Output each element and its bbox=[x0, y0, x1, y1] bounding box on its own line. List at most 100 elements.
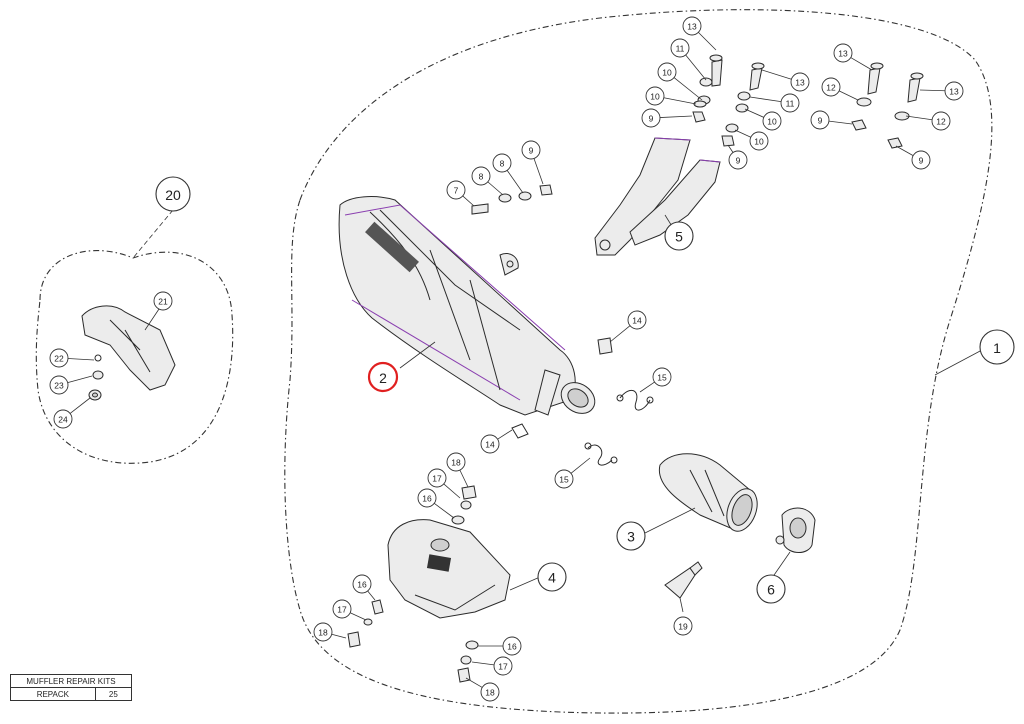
callout-circle bbox=[417, 488, 437, 508]
callout-circle bbox=[471, 166, 491, 186]
callout-c5[interactable]: 5 bbox=[664, 221, 694, 251]
callout-c13b[interactable]: 13 bbox=[790, 72, 810, 92]
callout-label: 11 bbox=[676, 44, 685, 54]
callout-c10d[interactable]: 10 bbox=[749, 131, 769, 151]
callout-leader bbox=[685, 54, 707, 81]
callout-label: 9 bbox=[818, 116, 823, 126]
callout-circle bbox=[728, 150, 748, 170]
callout-c6[interactable]: 6 bbox=[756, 574, 786, 604]
callout-circle bbox=[49, 375, 69, 395]
callout-c16c[interactable]: 16 bbox=[502, 636, 522, 656]
callout-circle bbox=[480, 682, 500, 702]
callout-circle bbox=[821, 77, 841, 97]
callout-label: 10 bbox=[662, 68, 672, 78]
callout-leader bbox=[506, 170, 524, 194]
callout-c9e[interactable]: 9 bbox=[521, 140, 541, 160]
kit-parts bbox=[81, 305, 176, 401]
callout-c23[interactable]: 23 bbox=[49, 375, 69, 395]
kit-table: MUFFLER REPAIR KITS REPACK 25 bbox=[10, 674, 133, 701]
callout-4-leader bbox=[509, 576, 541, 591]
callout-circle bbox=[780, 93, 800, 113]
callout-c15a[interactable]: 15 bbox=[652, 367, 672, 387]
callout-label: 7 bbox=[454, 186, 459, 196]
shield-fasteners bbox=[347, 485, 479, 683]
kit-value: 25 bbox=[94, 687, 133, 701]
clips-springs bbox=[511, 337, 654, 466]
callout-c11b[interactable]: 11 bbox=[780, 93, 800, 113]
callout-circle bbox=[493, 656, 513, 676]
callout-c8a[interactable]: 8 bbox=[471, 166, 491, 186]
callout-label: 9 bbox=[529, 146, 534, 156]
callout-c19[interactable]: 19 bbox=[673, 616, 693, 636]
callout-label: 14 bbox=[632, 316, 642, 326]
callout-c16b[interactable]: 16 bbox=[352, 574, 372, 594]
callout-circle bbox=[670, 38, 690, 58]
callout-c17c[interactable]: 17 bbox=[493, 656, 513, 676]
callout-circle bbox=[332, 599, 352, 619]
callout-c13d[interactable]: 13 bbox=[944, 81, 964, 101]
callout-c16a[interactable]: 16 bbox=[417, 488, 437, 508]
callout-c13c[interactable]: 13 bbox=[833, 43, 853, 63]
callout-2-leader bbox=[399, 341, 436, 369]
callout-circle bbox=[749, 131, 769, 151]
callout-c18a[interactable]: 18 bbox=[446, 452, 466, 472]
callout-c15b[interactable]: 15 bbox=[554, 469, 574, 489]
callout-c21[interactable]: 21 bbox=[153, 291, 173, 311]
callout-1[interactable]: 1 bbox=[979, 329, 1015, 365]
callout-c18c[interactable]: 18 bbox=[480, 682, 500, 702]
callout-label: 9 bbox=[919, 156, 924, 166]
callout-c3[interactable]: 3 bbox=[616, 521, 646, 551]
callout-circle bbox=[931, 111, 951, 131]
callout-c9d[interactable]: 9 bbox=[911, 150, 931, 170]
callout-c8b[interactable]: 8 bbox=[492, 153, 512, 173]
callout-circle bbox=[446, 180, 466, 200]
highlight-callout-2[interactable]: 2 bbox=[367, 361, 399, 393]
callout-circle bbox=[49, 348, 69, 368]
callout-6-leader bbox=[771, 551, 791, 579]
callout-label: 9 bbox=[649, 114, 654, 124]
callout-label: 23 bbox=[54, 381, 64, 391]
callout-1-label: 1 bbox=[993, 340, 1001, 356]
callout-label: 9 bbox=[736, 156, 741, 166]
callout-label: 21 bbox=[158, 297, 168, 307]
callout-circle bbox=[554, 469, 574, 489]
callout-label: 5 bbox=[675, 229, 683, 245]
callout-c12a[interactable]: 12 bbox=[821, 77, 841, 97]
callout-c13a[interactable]: 13 bbox=[682, 16, 702, 36]
callout-label: 16 bbox=[422, 494, 432, 504]
callout-c10b[interactable]: 10 bbox=[645, 86, 665, 106]
callout-c17b[interactable]: 17 bbox=[332, 599, 352, 619]
callout-c18b[interactable]: 18 bbox=[313, 622, 333, 642]
callout-label: 18 bbox=[485, 688, 495, 698]
kit-name: REPACK bbox=[10, 687, 96, 701]
callout-leader bbox=[459, 469, 469, 488]
callout-c22[interactable]: 22 bbox=[49, 348, 69, 368]
callout-c17a[interactable]: 17 bbox=[427, 468, 447, 488]
callout-circle bbox=[652, 367, 672, 387]
hanger-bracket bbox=[594, 137, 721, 256]
callout-c14b[interactable]: 14 bbox=[480, 434, 500, 454]
callout-c9a[interactable]: 9 bbox=[641, 108, 661, 128]
callout-c7[interactable]: 7 bbox=[446, 180, 466, 200]
callout-leader bbox=[663, 97, 697, 105]
callout-2-label: 2 bbox=[379, 370, 387, 386]
callout-c14a[interactable]: 14 bbox=[627, 310, 647, 330]
callout-leader bbox=[749, 96, 782, 103]
callout-leader bbox=[727, 144, 734, 153]
callout-leader bbox=[497, 429, 513, 440]
callout-c10c[interactable]: 10 bbox=[762, 111, 782, 131]
callout-20[interactable]: 20 bbox=[155, 176, 191, 212]
callout-c9c[interactable]: 9 bbox=[810, 110, 830, 130]
callout-leader bbox=[350, 612, 367, 621]
callout-c11a[interactable]: 11 bbox=[670, 38, 690, 58]
callout-c12b[interactable]: 12 bbox=[931, 111, 951, 131]
heat-shield bbox=[387, 519, 511, 619]
callout-label: 17 bbox=[498, 662, 508, 672]
callout-c9b[interactable]: 9 bbox=[728, 150, 748, 170]
callout-c24[interactable]: 24 bbox=[53, 409, 73, 429]
callout-c4[interactable]: 4 bbox=[537, 562, 567, 592]
callout-c10a[interactable]: 10 bbox=[657, 62, 677, 82]
callout-1-leader bbox=[934, 349, 983, 376]
callout-label: 10 bbox=[650, 92, 660, 102]
